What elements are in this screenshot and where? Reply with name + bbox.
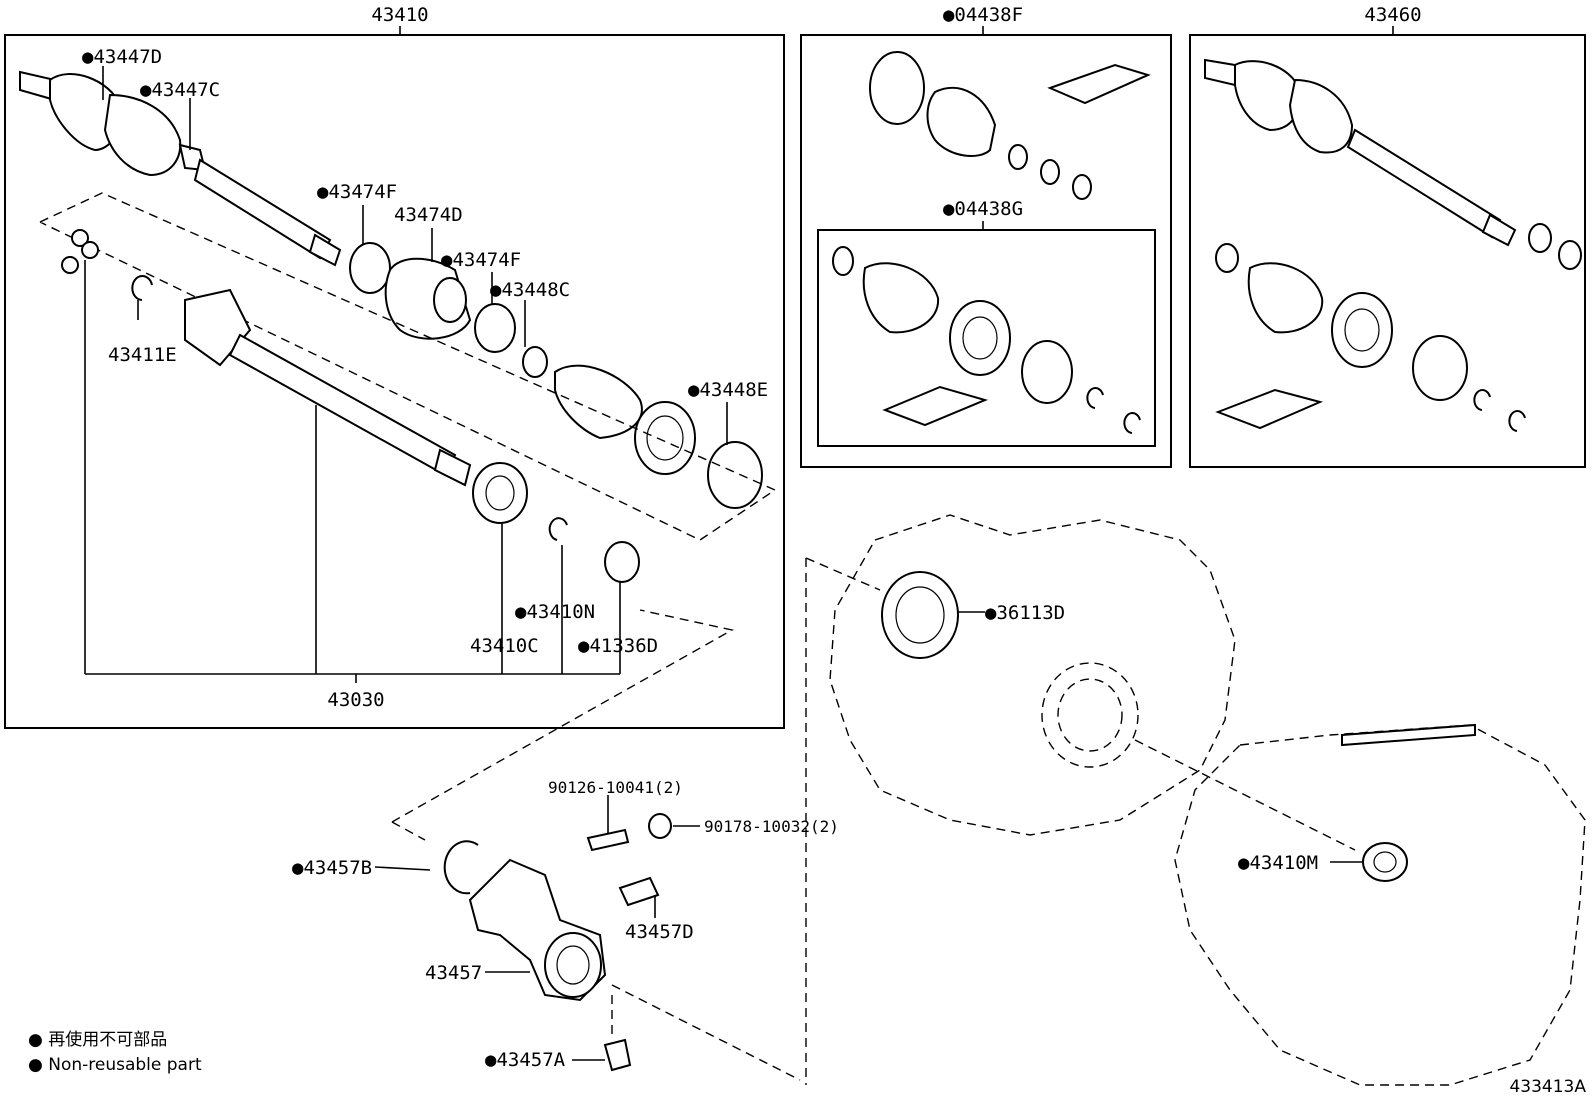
clamp-43474F-b [474,303,516,353]
label-90126: 90126-10041(2) [548,778,683,797]
kit-inner-boot [862,262,940,334]
label-43448E: ●43448E [688,379,768,401]
label-43447C: ●43447C [140,79,220,101]
label-43474D: 43474D [394,204,463,226]
label-43030: 43030 [327,689,384,711]
label-43474F-a: ●43474F [317,181,397,203]
right-inner-boot [1247,262,1324,334]
label-43457B: ●43457B [292,857,372,879]
clamp-43448E [707,441,763,509]
figure-id: 433413A [1509,1077,1586,1097]
left-assembly-box [4,34,785,729]
label-41336D: ●41336D [578,635,658,657]
group-label-04438F: ●04438F [943,4,1023,26]
small-nut-parts [61,229,99,274]
label-43457: 43457 [425,962,482,984]
snap-ring-43410N [548,517,568,541]
snap-ring-43457B [443,840,479,895]
seal-41336D [604,541,640,583]
transaxle-case-outline-rear [1174,724,1586,1086]
stud-bolt-90126 [586,828,630,852]
group-label-43410: 43410 [371,4,428,26]
oil-seal-36113D [881,571,959,659]
label-43457D: 43457D [625,921,694,943]
snap-ring-43411E [131,275,153,301]
label-43410C: 43410C [470,635,539,657]
boot-kit-outer-box [800,34,1172,468]
kit-outer-boot [926,86,997,157]
label-43410N: ●43410N [515,601,595,623]
bolt-43457A [603,1038,632,1072]
inner-joint-housing [634,401,696,475]
bolt-43457D [618,876,660,907]
right-shaft-assembly [1204,58,1517,247]
legend-line-2: ● Non-reusable part [28,1055,202,1075]
label-36113D: ●36113D [985,602,1065,624]
clamp-43474F-a [349,242,391,294]
label-43447D: ●43447D [82,46,162,68]
group-label-43460: 43460 [1364,4,1421,26]
kit-grease-pack-outer [1047,63,1151,105]
right-assembly-box [1189,34,1586,468]
label-43448C: ●43448C [490,279,570,301]
kit-clamp-large [869,51,925,125]
nut-90178 [648,813,672,839]
inner-boot [554,364,643,440]
bearing-43410C [472,462,528,524]
group-label-04438G: ●04438G [943,198,1023,220]
boot-kit-inner-box [817,229,1156,447]
clamp-43448C [522,346,548,378]
label-43411E: 43411E [108,344,177,366]
label-43457A: ●43457A [485,1049,566,1071]
bearing-43410M [1362,842,1408,882]
transaxle-case-outline [829,514,1236,836]
label-90178: 90178-10032(2) [704,817,839,836]
right-grease-pack [1215,388,1324,430]
label-43474F-b: ●43474F [441,249,521,271]
legend-line-1: ● 再使用不可部品 [28,1029,167,1050]
kit-grease-pack-inner [882,385,989,427]
label-43410M: ●43410M [1238,852,1318,874]
